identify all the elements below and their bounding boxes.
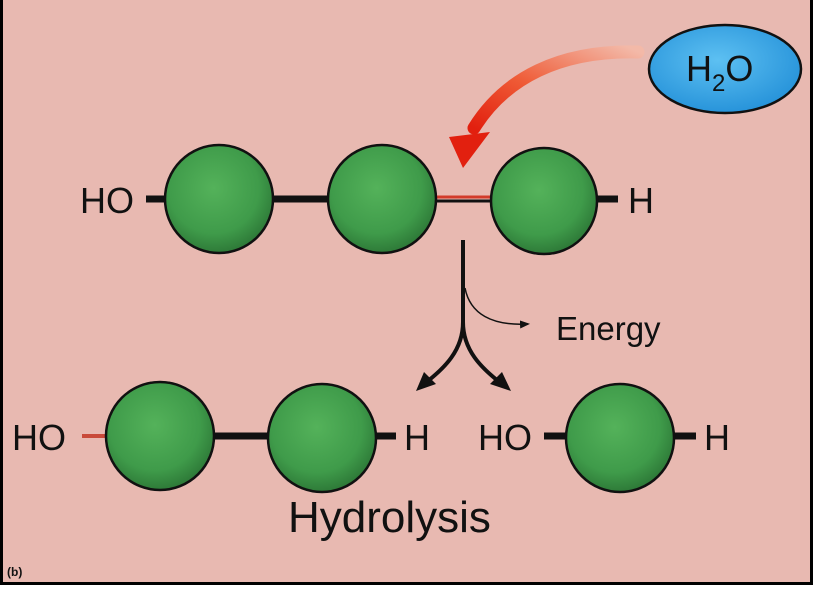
energy-label: Energy <box>556 310 661 347</box>
product2-h-label: H <box>704 417 730 458</box>
water-ellipse <box>647 23 803 115</box>
product2-monomer <box>564 382 676 494</box>
diagram-title: Hydrolysis <box>288 493 491 542</box>
polymer-molecule: HO H <box>80 143 654 256</box>
panel-label: (b) <box>7 565 22 579</box>
split-arrow-left <box>422 321 465 386</box>
product1-ho-label: HO <box>12 417 66 458</box>
water-attack-arrowhead <box>449 132 490 168</box>
water-label-o: O <box>725 48 753 89</box>
product1-monomer-2 <box>266 382 378 494</box>
water-attack-arrow <box>449 45 645 168</box>
monomer-1 <box>163 143 275 255</box>
energy-arrow <box>464 287 530 329</box>
monomer-3 <box>489 146 599 256</box>
polymer-ho-label: HO <box>80 180 134 221</box>
water-label-h: H <box>686 48 712 89</box>
water-label-subscript: 2 <box>712 70 725 97</box>
reaction-arrows: Energy <box>416 240 661 391</box>
product2-ho-label: HO <box>478 417 532 458</box>
monomer-2 <box>326 143 438 255</box>
split-arrow-left-head <box>416 372 436 391</box>
product1-h-label: H <box>404 417 430 458</box>
split-arrow-right-head <box>490 372 511 391</box>
water-molecule: H2O <box>647 23 803 115</box>
water-attack-arrow-shaft <box>467 45 645 135</box>
water-label: H2O <box>686 48 753 97</box>
polymer-h-label: H <box>628 180 654 221</box>
product-monomer: HO H <box>478 382 730 494</box>
split-arrow-right <box>461 321 504 386</box>
product-dimer: HO H <box>12 380 430 494</box>
product1-monomer-1 <box>104 380 216 492</box>
